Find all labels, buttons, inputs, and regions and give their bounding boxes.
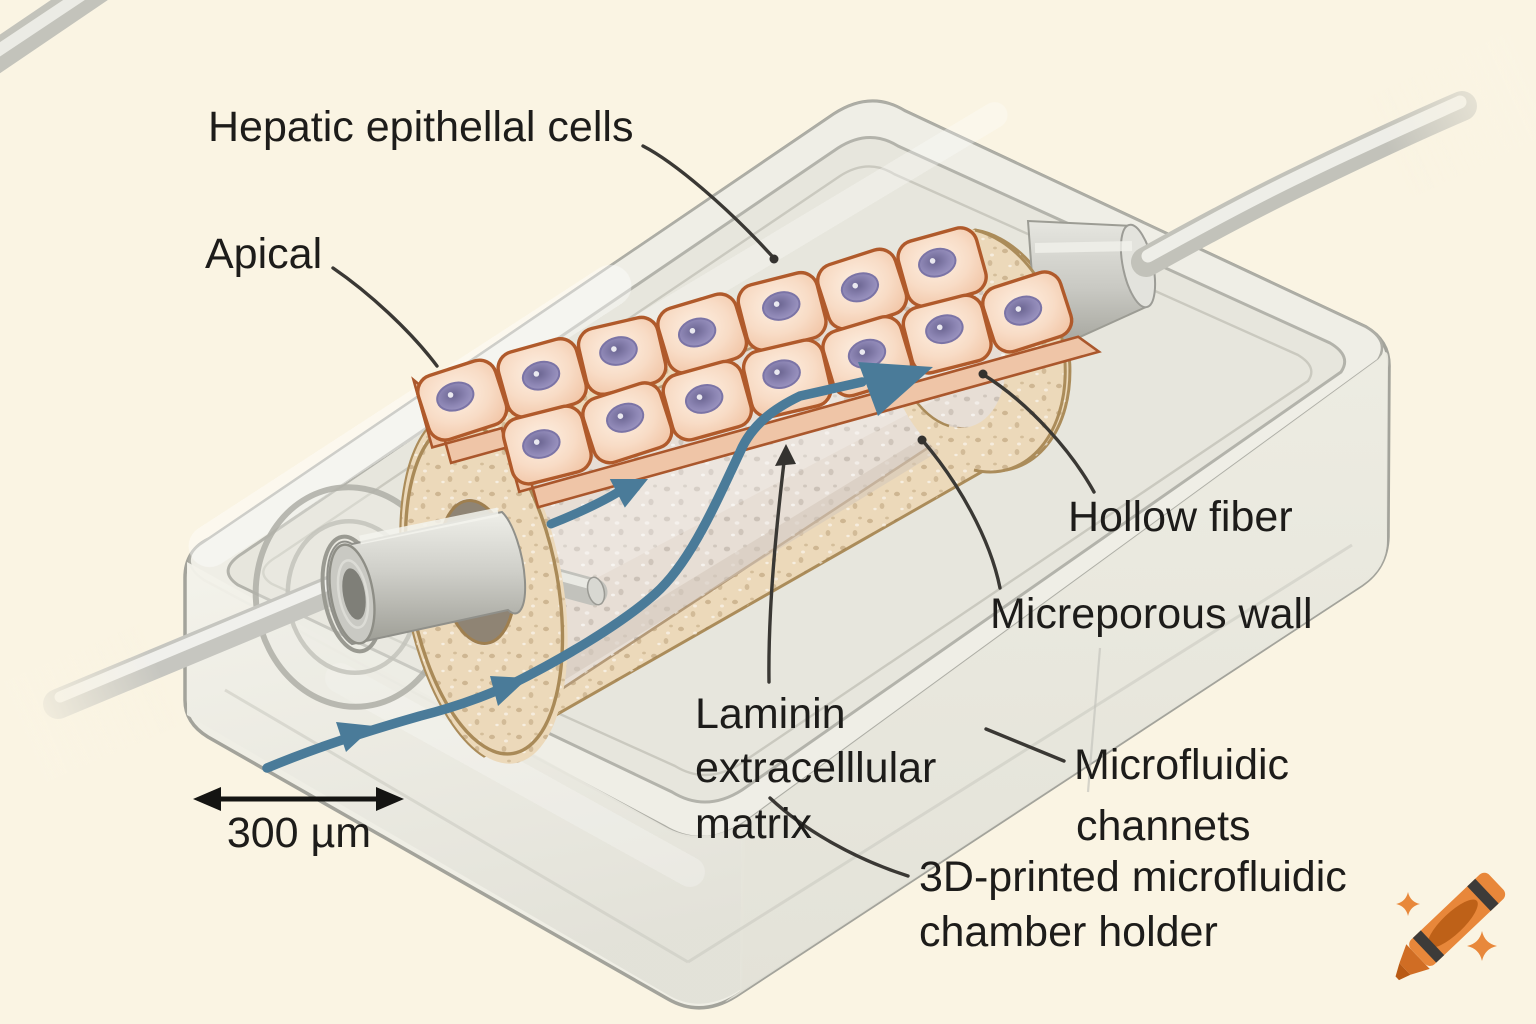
left-tube: [2, 565, 371, 783]
label-chamber-holder: 3D-printed microfluidic chamber holder: [919, 853, 1347, 956]
laminin-arrowhead: [775, 444, 796, 466]
cell-nucleus: [762, 359, 801, 389]
cell-nucleus: [677, 317, 717, 348]
cell-nucleus: [606, 402, 645, 433]
flow-arrowhead-main: [858, 362, 933, 416]
label-laminin: Laminin extracelllular matrix: [695, 690, 936, 848]
svg-text:Microfluidic: Microfluidic: [1074, 741, 1289, 789]
flow-arrowhead-1: [336, 722, 374, 752]
epithelial-cell: [501, 404, 593, 486]
epithelial-cell: [901, 293, 993, 375]
svg-text:3D-printed microfluidic: 3D-printed microfluidic: [919, 853, 1347, 901]
leader-hepatic: [641, 144, 774, 258]
svg-text:chamber holder: chamber holder: [919, 908, 1218, 956]
cell-nucleus: [762, 291, 801, 321]
cell-nucleus: [522, 429, 561, 459]
epithelial-cell: [416, 358, 509, 442]
leader-hollow-fiber: [982, 373, 1096, 494]
cell-nucleus: [918, 247, 957, 278]
label-hepatic-cells: Hepatic epithellal cells: [208, 103, 633, 151]
cell-nucleus: [1004, 295, 1043, 326]
flow-arrowhead-2: [490, 676, 528, 706]
label-hollow-fiber: Hollow fiber: [1068, 493, 1293, 541]
epithelial-cell: [576, 315, 668, 396]
exit-tube: [1131, 31, 1536, 277]
epithelial-cell: [661, 359, 754, 442]
label-microporous-wall: Micreporous wall: [990, 590, 1313, 638]
tube-top-left: [0, 0, 108, 74]
epithelial-cell: [736, 270, 828, 352]
scale-bar: 300 µm: [193, 787, 404, 857]
label-microfluidic-channels: Microfluidic channets: [1074, 741, 1289, 850]
cell-nucleus: [599, 336, 638, 366]
cell-sheet: [411, 226, 1102, 509]
leader-laminin: [767, 460, 786, 684]
svg-text:matrix: matrix: [695, 800, 813, 848]
cell-nucleus: [925, 314, 964, 345]
epithelial-cell: [815, 247, 909, 331]
svg-text:extracelllular: extracelllular: [695, 744, 936, 792]
svg-text:channets: channets: [1076, 802, 1251, 850]
epithelial-cell: [981, 270, 1074, 354]
cell-nucleus: [840, 272, 880, 303]
crayon-icon: [1395, 872, 1506, 981]
labels: Hepatic epithellal cells Apical Hollow f…: [205, 103, 1347, 956]
leader-apical: [331, 266, 439, 368]
epithelial-cell: [896, 226, 988, 308]
collar-connector: [320, 507, 527, 654]
cell-nucleus: [436, 381, 475, 412]
cell-nucleus: [521, 360, 561, 391]
leader-holder: [768, 796, 910, 878]
leader-channels: [984, 727, 1066, 763]
epithelial-cell: [581, 381, 674, 465]
leader-lines: [331, 144, 1096, 878]
scale-bar-value: 300 µm: [227, 809, 371, 857]
leader-microporous: [921, 439, 1002, 590]
cell-nucleus: [684, 384, 724, 414]
svg-text:Laminin: Laminin: [695, 690, 846, 738]
sparkle-icons: [1396, 892, 1497, 961]
flow-arrows: [262, 362, 933, 773]
label-apical: Apical: [205, 230, 322, 278]
